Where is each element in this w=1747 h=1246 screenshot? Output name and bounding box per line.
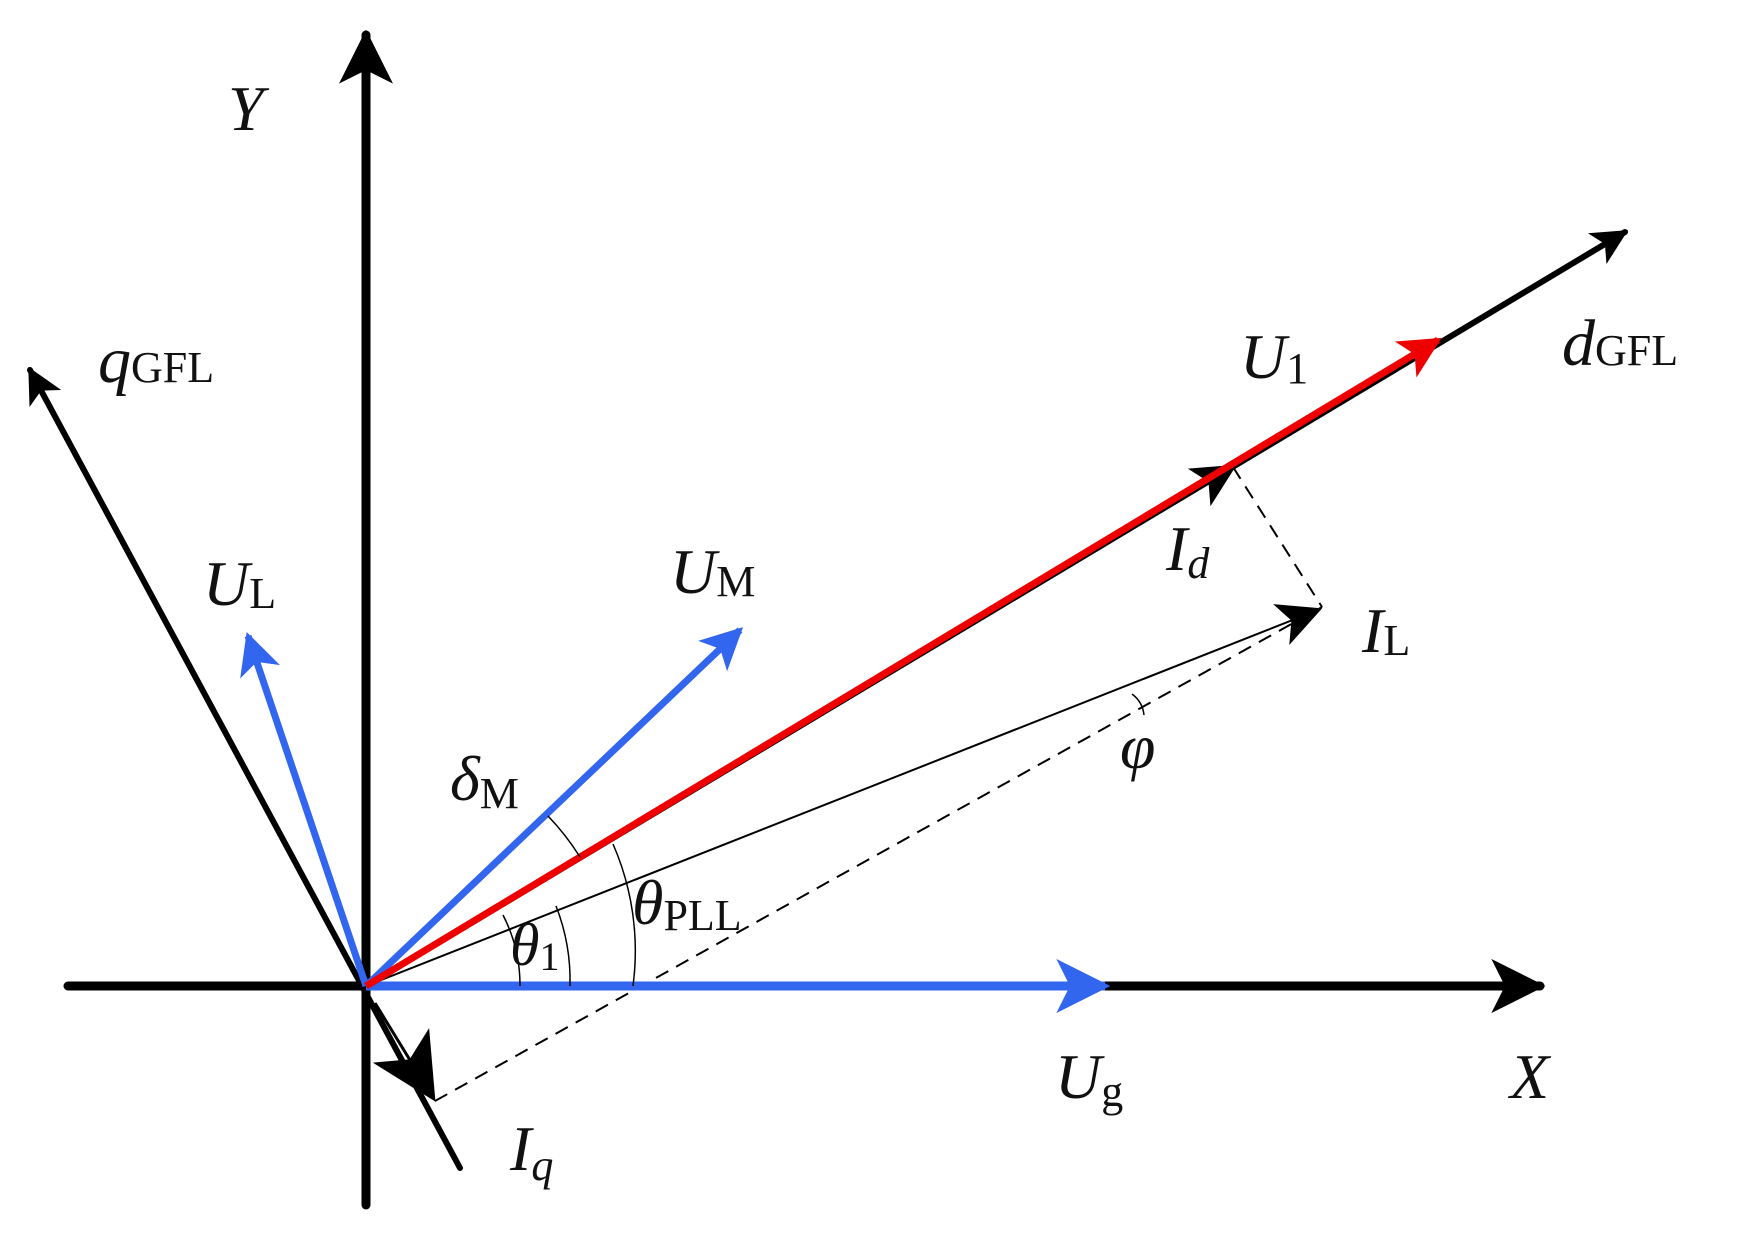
theta-pll-arc bbox=[612, 843, 637, 987]
delta-m-arc bbox=[547, 815, 581, 858]
u1-label: U1 bbox=[1240, 321, 1308, 393]
dashed-iq-projection bbox=[434, 606, 1323, 1102]
ul-vector bbox=[240, 632, 370, 988]
id-label: Id bbox=[1165, 513, 1210, 588]
x-axis-label: X bbox=[1507, 1041, 1552, 1112]
theta-1-arc bbox=[502, 914, 521, 987]
dashed-id-projection bbox=[1232, 466, 1323, 608]
iq-vector bbox=[372, 1002, 436, 1102]
iq-label: Iq bbox=[509, 1113, 553, 1190]
phi-label: φ bbox=[1120, 711, 1155, 782]
delta-m-label: δM bbox=[450, 743, 519, 818]
theta-inner-arc bbox=[555, 905, 571, 987]
y-axis-label: Y bbox=[228, 73, 270, 144]
il-vector bbox=[365, 604, 1323, 987]
um-vector bbox=[363, 627, 744, 989]
d-gfl-label: dGFL bbox=[1562, 307, 1678, 380]
il-label: IL bbox=[1361, 595, 1410, 666]
ul-label: UL bbox=[203, 548, 276, 619]
theta-1-label: θ1 bbox=[510, 912, 559, 979]
um-label: UM bbox=[670, 536, 755, 607]
q-gfl-axis bbox=[27, 366, 463, 1171]
ug-label: Ug bbox=[1055, 1041, 1123, 1116]
q-gfl-label: qGFL bbox=[98, 324, 214, 397]
u1-vector bbox=[364, 337, 1442, 989]
phi-arc bbox=[1131, 693, 1145, 716]
theta-pll-label: θPLL bbox=[632, 867, 742, 940]
